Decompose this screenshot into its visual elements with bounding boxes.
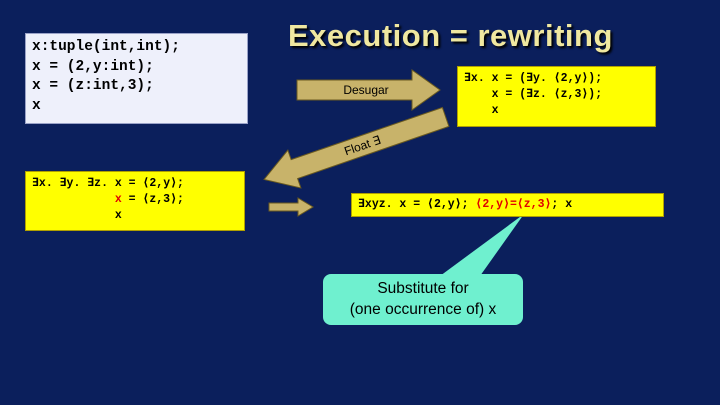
- floated-line: ∃x. ∃y. ∃z. x = ⟨2,y⟩;: [32, 177, 184, 190]
- subst-suffix: ; x: [551, 198, 573, 211]
- desugared-line: ∃x. x = (∃y. ⟨2,y⟩);: [464, 72, 603, 85]
- callout-line: Substitute for: [377, 280, 469, 297]
- slide-title: Execution = rewriting: [288, 18, 613, 53]
- desugar-label: Desugar: [343, 83, 388, 97]
- occurrence-x: x: [114, 193, 122, 206]
- desugar-arrow: [296, 69, 441, 111]
- source-line: x = (2,y:int);: [32, 58, 154, 75]
- subst-highlight: ⟨2,y⟩=⟨z,3⟩: [475, 198, 552, 211]
- rewrite-arrow: [268, 197, 314, 217]
- substitute-callout: Substitute for (one occurrence of) x: [323, 274, 523, 325]
- floated-code-box: ∃x. ∃y. ∃z. x = ⟨2,y⟩; x = ⟨z,3⟩; x: [25, 171, 245, 231]
- callout-line: (one occurrence of) x: [349, 301, 497, 318]
- callout-pointer: [440, 214, 524, 276]
- floated-line: x: [32, 209, 122, 222]
- subst-prefix: ∃xyz. x = ⟨2,y⟩;: [358, 198, 476, 211]
- source-line: x: [32, 97, 41, 114]
- substituted-code-box: ∃xyz. x = ⟨2,y⟩; ⟨2,y⟩=⟨z,3⟩; x: [351, 193, 664, 217]
- source-code-box: x:tuple(int,int); x = (2,y:int); x = (z:in…: [25, 33, 248, 124]
- floated-line: x = ⟨z,3⟩;: [32, 192, 238, 208]
- desugared-line: x = (∃z. ⟨z,3⟩);: [464, 88, 603, 101]
- floated-indent: [32, 193, 115, 206]
- source-line: x = (z:int,3);: [32, 78, 154, 94]
- desugared-code-box: ∃x. x = (∃y. ⟨2,y⟩); x = (∃z. ⟨z,3⟩); x: [457, 66, 656, 127]
- float-arrow: [263, 106, 450, 189]
- source-line: x:tuple(int,int);: [32, 39, 180, 55]
- desugared-line: x: [464, 104, 499, 117]
- floated-rest: = ⟨z,3⟩;: [121, 193, 184, 206]
